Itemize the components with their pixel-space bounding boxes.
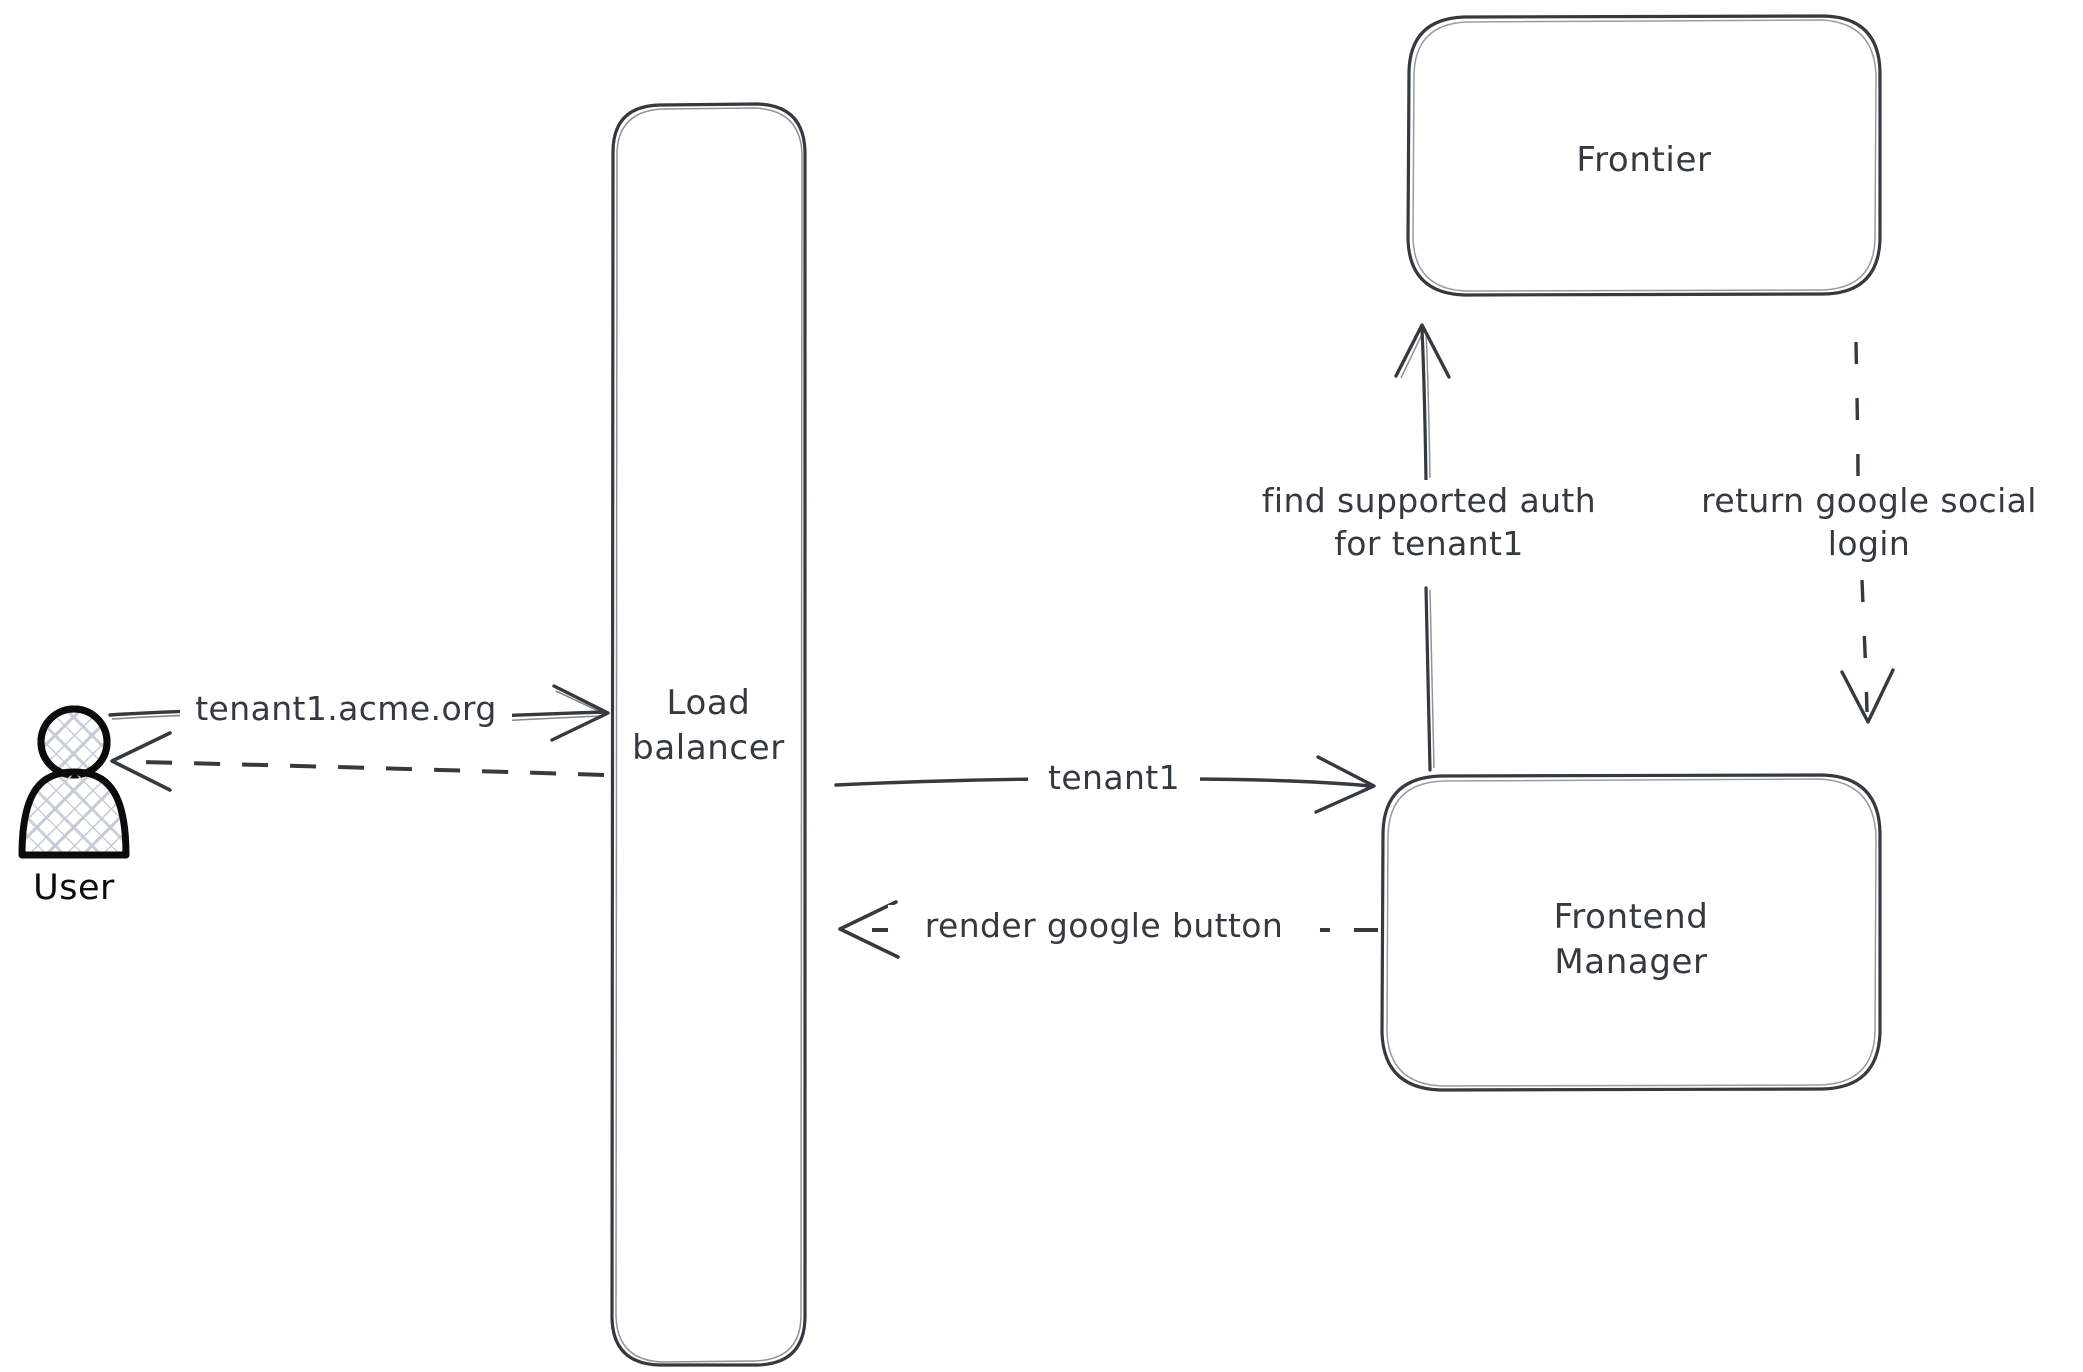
frontend-manager-shape[interactable] xyxy=(1380,773,1882,1092)
edge-label-tenant1: tenant1 xyxy=(1028,757,1200,800)
load-balancer-shape[interactable] xyxy=(610,102,807,1367)
user-actor-shape xyxy=(18,705,130,859)
frontier-shape[interactable] xyxy=(1406,14,1882,297)
edge-label-render-google-button: render google button xyxy=(888,905,1320,948)
user-actor-label: User xyxy=(33,868,115,908)
edge-fm-to-frontier xyxy=(1394,323,1451,772)
edge-frontier-to-fm xyxy=(1840,341,1895,724)
edge-label-find-supported-auth: find supported auth for tenant1 xyxy=(1218,480,1640,566)
edge-label-tenant1-acme-org: tenant1.acme.org xyxy=(180,688,512,731)
edge-lb-to-user xyxy=(110,731,605,792)
edge-label-return-google-social-login: return google social login xyxy=(1658,480,2080,566)
